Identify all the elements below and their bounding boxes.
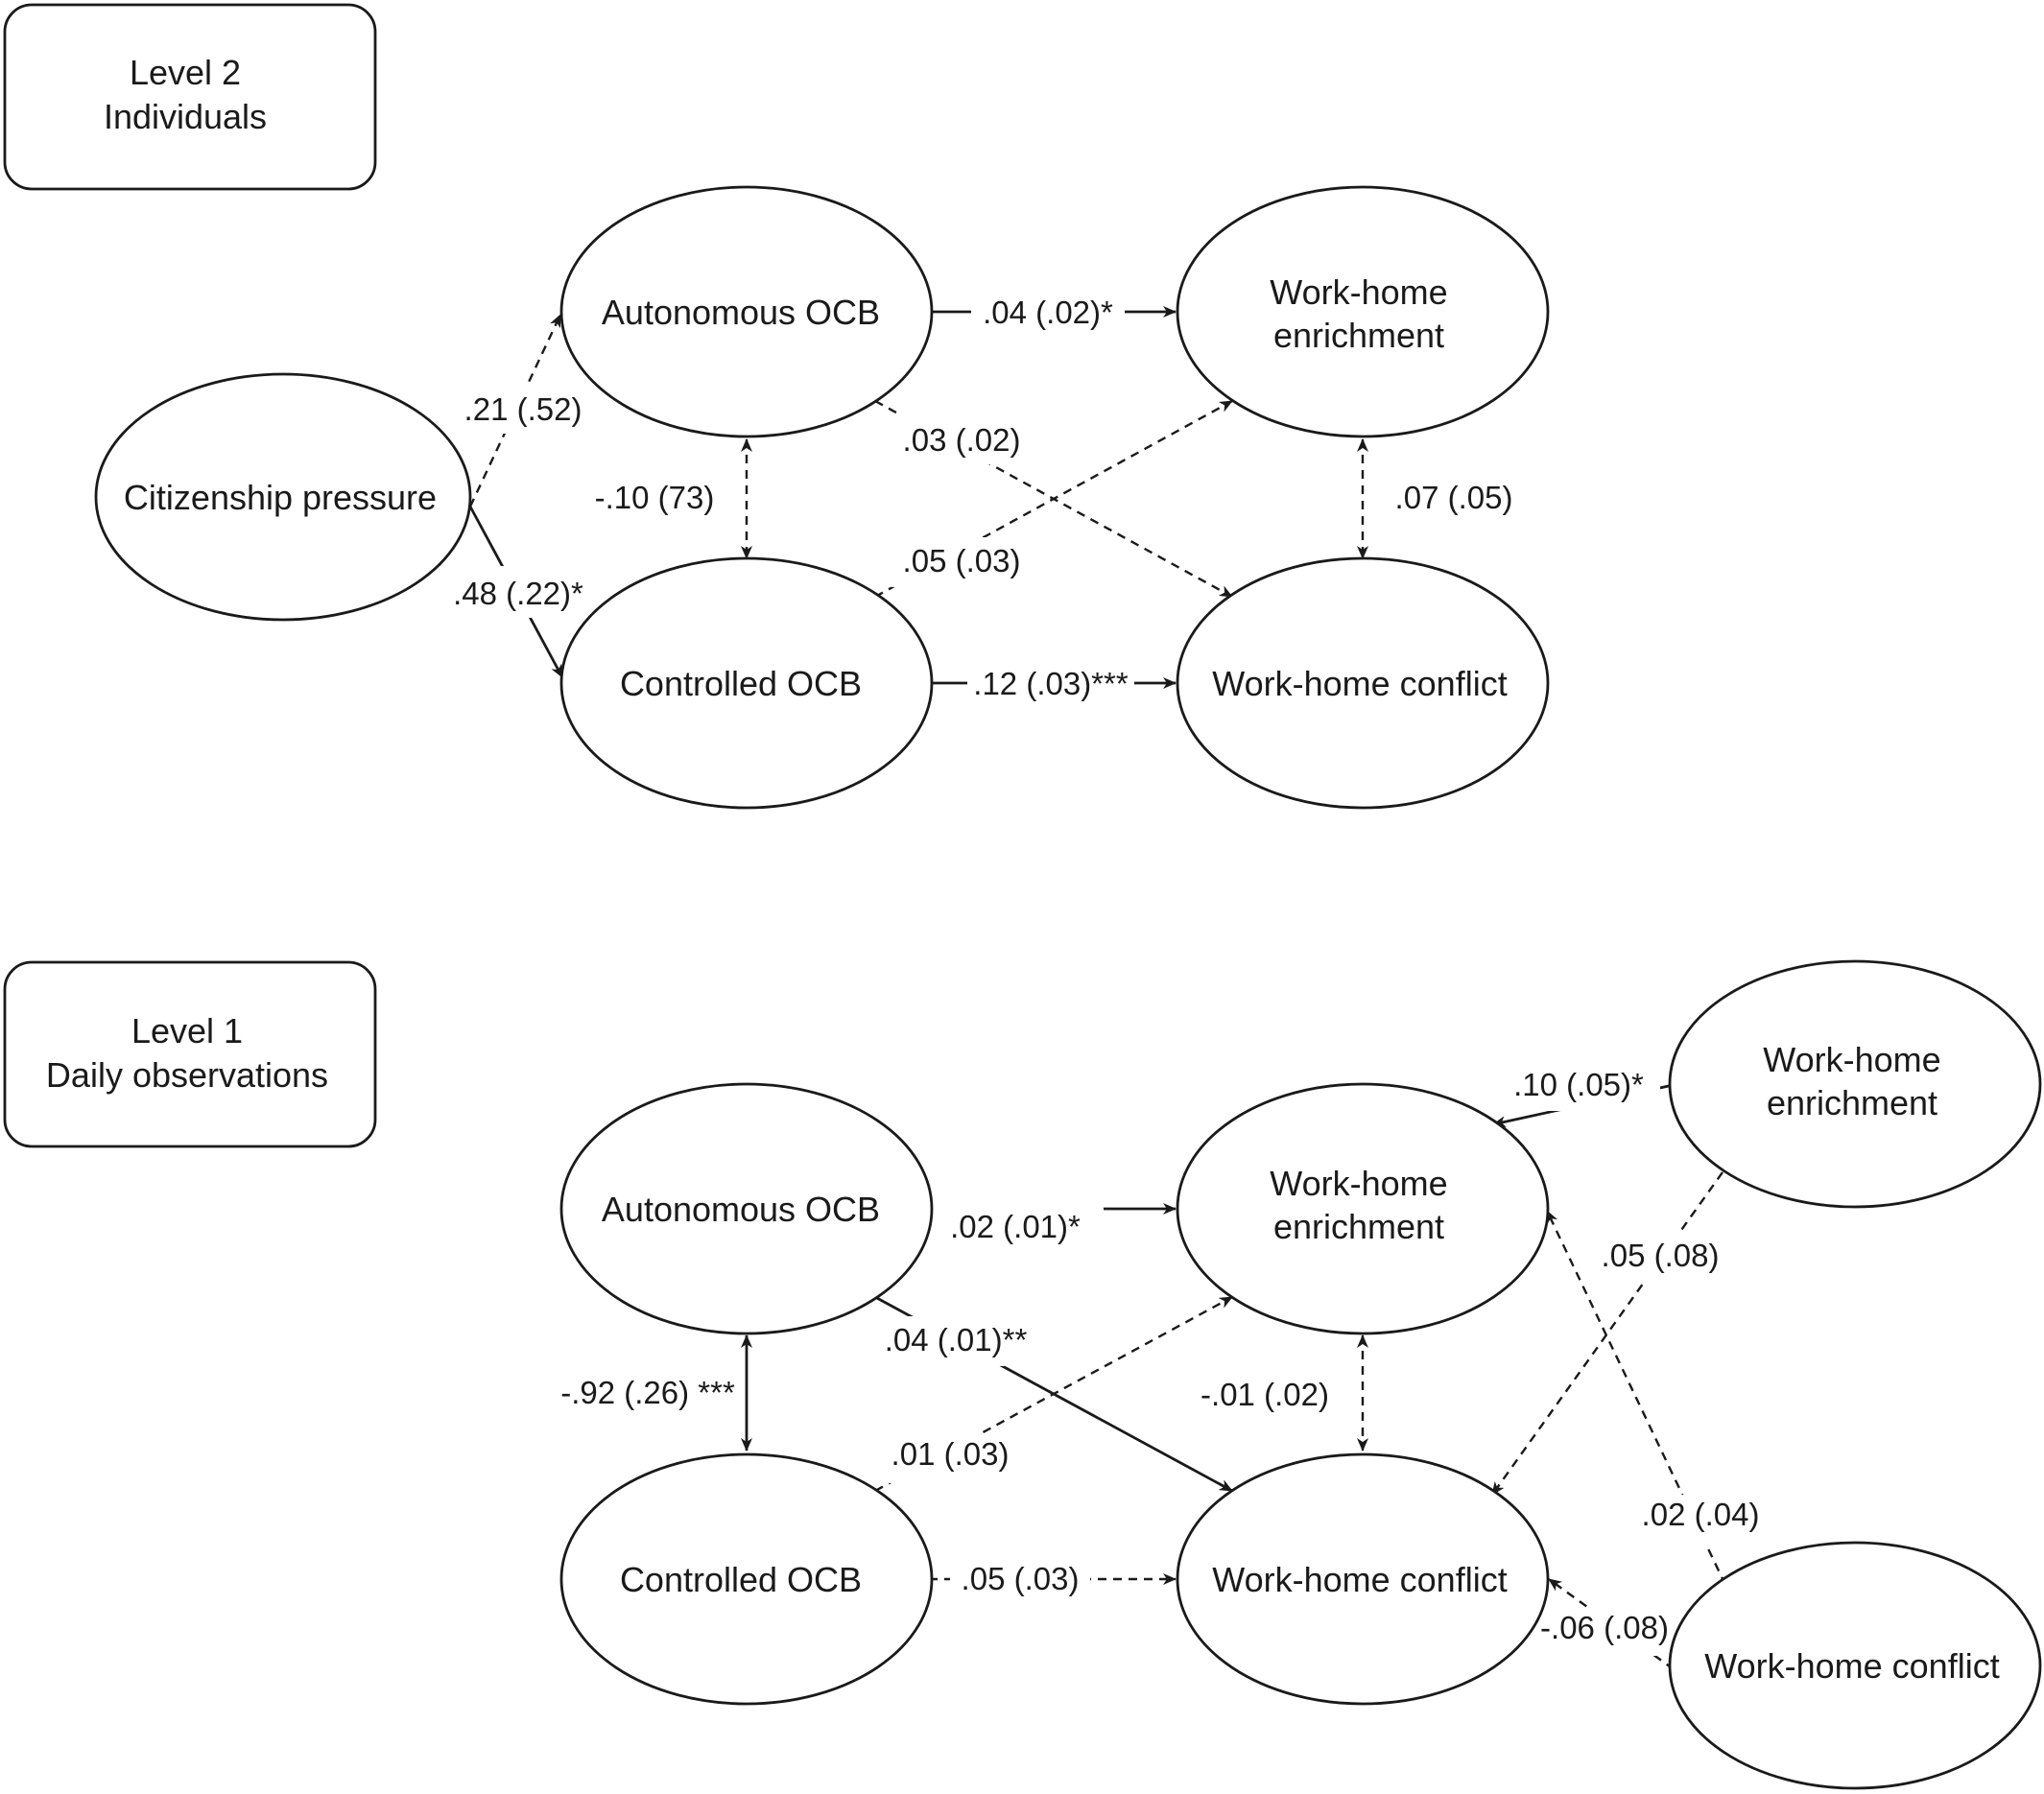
level2-box-title: Level 2 [130,53,241,92]
l1-label-auto-enr: .02 (.01)* [950,1209,1081,1244]
l1-label-bg [1533,1608,1677,1656]
l1-label-bg [1629,1495,1771,1545]
l2-label-bg [891,537,1033,587]
l1-label-auto-ctrl-cov: -.92 (.26) *** [560,1375,735,1410]
l1-label-bg [881,1433,1021,1483]
level2-section: Level 2 Individuals .21 (.52) .48 (.22)*… [3,3,1550,810]
l1-label-ctrl-enr: .01 (.03) [891,1436,1010,1472]
l1-node-work-home-conflict: Work-home conflict [1176,1452,1550,1706]
l1-node-label-line1: Work-home [1270,1164,1447,1203]
l2-label-auto-ctrl-cov: -.10 (73) [595,480,715,515]
l1-node-controlled-ocb: Controlled OCB [559,1452,934,1706]
l1-label-bg [1589,1234,1731,1284]
l1-label-bg [868,1316,1045,1366]
l2-label-bg [971,290,1125,336]
l2-label-ctrl-conf: .12 (.03)*** [973,666,1129,701]
l1-label-lagconf-enr: .02 (.04) [1642,1497,1760,1532]
l1-node-label: Autonomous OCB [602,1190,880,1229]
l1-node-label-line1: Work-home [1763,1040,1940,1079]
l2-node-citizenship-pressure: Citizenship pressure [94,372,472,622]
l2-label-bg [967,662,1134,708]
l1-node-autonomous-ocb: Autonomous OCB [559,1082,934,1335]
l2-node-label: Citizenship pressure [124,478,437,517]
l2-label-auto-conf: .03 (.02) [903,422,1021,458]
l1-node-label-line2: enrichment [1767,1083,1937,1122]
l1-node-lagged-work-home-conflict: Work-home conflict [1668,1541,2042,1790]
l2-label-ctrl-enr: .05 (.03) [903,543,1021,578]
l1-label-bg [950,1558,1090,1604]
l2-node-label: Work-home conflict [1212,664,1507,703]
level1-box-subtitle: Daily observations [46,1055,328,1095]
l1-label-bg [933,1197,1104,1243]
l2-label-cp-ctrl: .48 (.22)* [453,576,583,611]
l1-node-work-home-enrichment: Work-home enrichment [1176,1082,1550,1335]
l1-edge-lagenr-conf [1491,1171,1723,1496]
l2-label-bg [451,382,597,434]
l1-label-lagenr-enr: .10 (.05)* [1513,1067,1644,1102]
l2-label-auto-enr: .04 (.02)* [983,295,1113,330]
l2-label-bg [891,414,1033,464]
level2-box [3,3,377,191]
level1-section: Level 1 Daily observations .02 (.01)* .0… [3,959,2042,1790]
l1-label-lagconf-conf: -.06 (.08) [1540,1610,1669,1645]
l2-label-enr-conf-cov: .07 (.05) [1395,480,1513,515]
l1-node-lagged-work-home-enrichment: Work-home enrichment [1668,959,2042,1209]
l2-node-label: Controlled OCB [620,664,862,703]
l2-node-work-home-enrichment: Work-home enrichment [1176,185,1550,438]
l2-label-bg [437,566,598,618]
l2-node-controlled-ocb: Controlled OCB [559,556,934,810]
l1-label-lagenr-conf: .05 (.08) [1602,1238,1720,1273]
l1-label-enr-conf-cov: -.01 (.02) [1200,1377,1329,1412]
l1-label-ctrl-conf: .05 (.03) [962,1561,1080,1596]
l1-label-auto-conf: .04 (.01)** [885,1322,1028,1357]
l2-node-label-line2: enrichment [1273,316,1444,355]
l2-node-work-home-conflict: Work-home conflict [1176,556,1550,810]
l2-node-label: Autonomous OCB [602,293,880,332]
l1-label-bg [1497,1065,1660,1111]
l2-node-label-line1: Work-home [1270,272,1447,312]
l1-node-label: Work-home conflict [1704,1646,1999,1686]
l2-edge-cp-auto [468,314,562,508]
l1-node-label: Work-home conflict [1212,1560,1507,1599]
level1-box-title: Level 1 [131,1011,243,1050]
l2-label-cp-auto: .21 (.52) [464,391,582,427]
l2-node-autonomous-ocb: Autonomous OCB [559,185,934,438]
level1-box [3,960,377,1148]
level2-box-subtitle: Individuals [104,97,267,136]
l1-node-label: Controlled OCB [620,1560,862,1599]
l1-node-label-line2: enrichment [1273,1207,1444,1246]
